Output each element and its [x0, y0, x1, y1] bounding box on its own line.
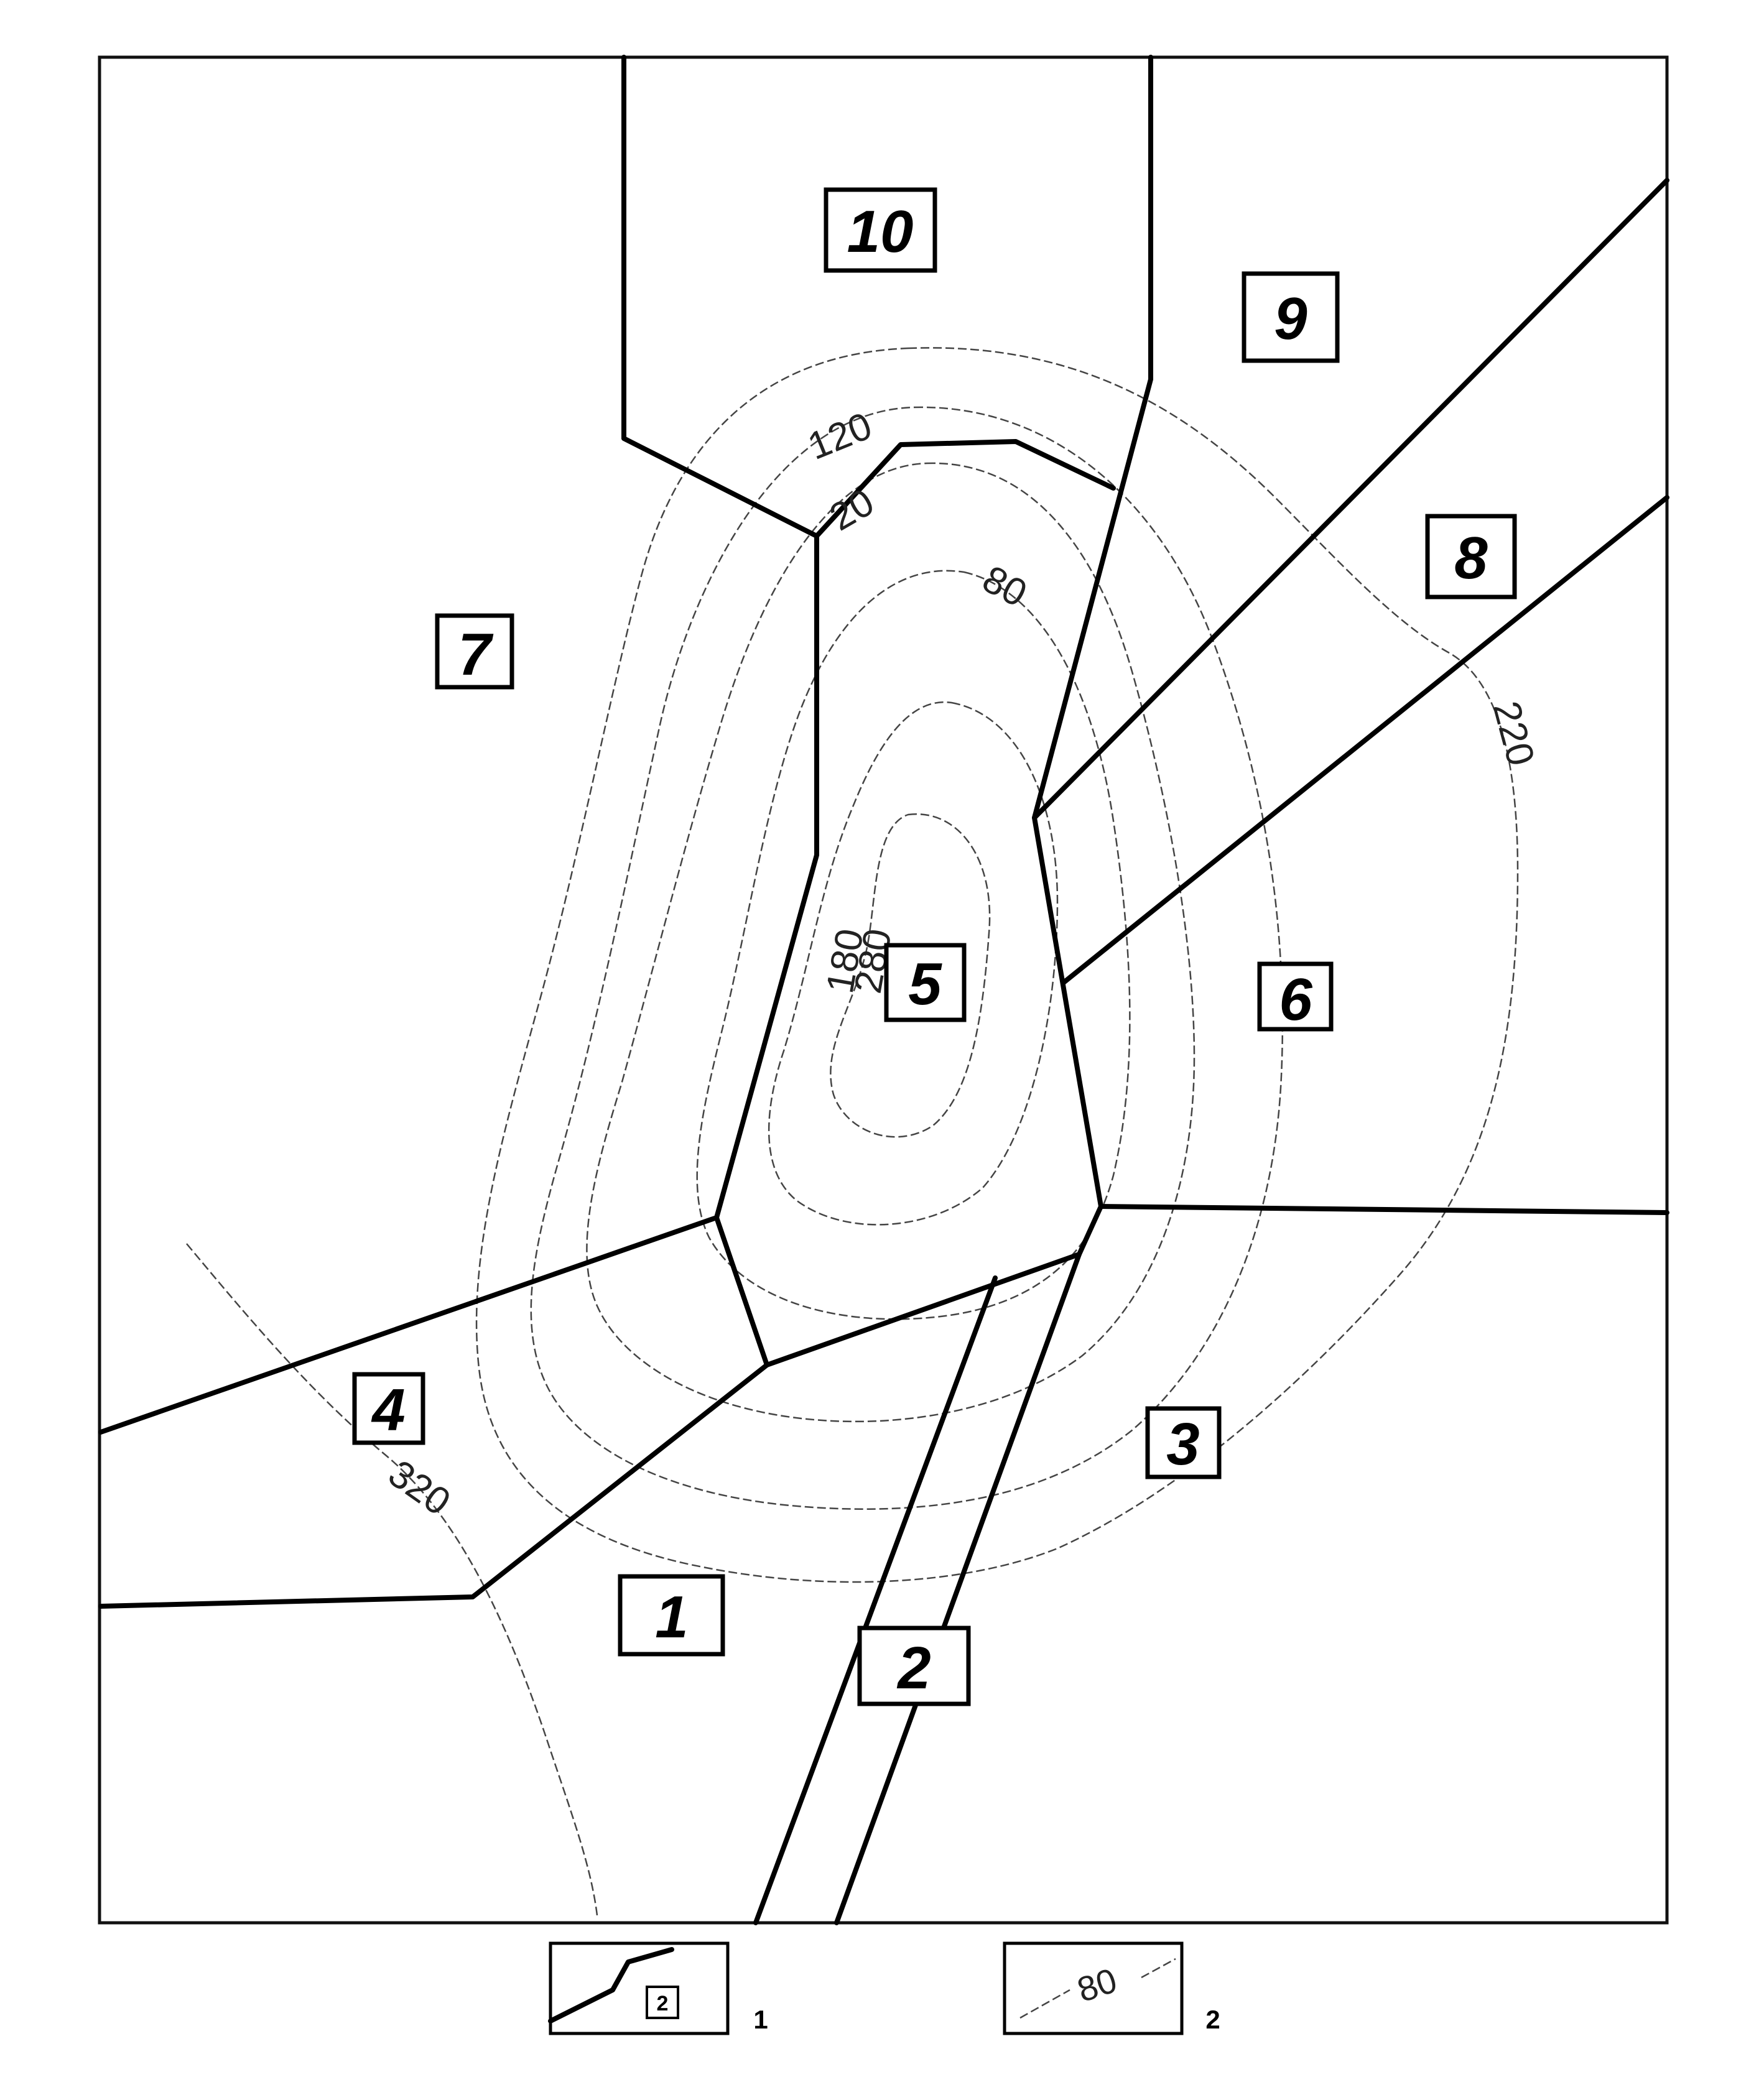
block-label-8: 8 [1425, 514, 1517, 599]
legend-item-number: 2 [1205, 2005, 1220, 2034]
block-label-9: 9 [1242, 271, 1340, 363]
block-labels: 10 9 8 7 6 5 4 3 [352, 187, 1517, 1706]
contour-line [586, 462, 1195, 1423]
legend: 2 1 80 2 [548, 1941, 1220, 2035]
svg-text:9: 9 [1274, 285, 1307, 352]
fault-line [1032, 178, 1669, 820]
contour-line [696, 570, 1131, 1320]
svg-text:5: 5 [908, 951, 942, 1017]
legend-label-box [646, 1986, 679, 2019]
svg-text:6: 6 [1279, 966, 1312, 1033]
block-boundaries [98, 55, 1669, 1925]
svg-text:10: 10 [847, 198, 914, 265]
contour-label-20: 20 [823, 481, 881, 539]
legend-swatch-contour [1003, 1941, 1184, 2035]
contour-line [830, 813, 991, 1138]
fault-line [753, 1275, 998, 1925]
contour-label-120: 120 [802, 404, 878, 468]
legend-contour-sample [1019, 1989, 1070, 2019]
svg-text:7: 7 [458, 621, 494, 688]
contour-label-220: 220 [1484, 697, 1542, 770]
legend-item-number: 1 [753, 2005, 768, 2034]
legend-label-sample: 2 [657, 1992, 669, 2015]
contour-line [475, 347, 1519, 1583]
contour-lines [186, 347, 1519, 1916]
fault-line [98, 1362, 769, 1609]
block-label-3: 3 [1145, 1406, 1222, 1479]
legend-item-contour: 80 2 [1003, 1941, 1220, 2035]
legend-boundary-sample [548, 1947, 674, 2024]
contour-label-320: 320 [381, 1452, 458, 1524]
contour-line [768, 701, 1059, 1226]
contour-line [186, 1243, 598, 1916]
block-label-10: 10 [824, 187, 937, 273]
svg-text:8: 8 [1454, 525, 1488, 591]
block-label-7: 7 [435, 613, 514, 690]
svg-text:3: 3 [1166, 1411, 1199, 1478]
svg-text:1: 1 [655, 1584, 688, 1650]
map-frame [98, 55, 1669, 1925]
fault-line [1061, 495, 1669, 985]
svg-text:2: 2 [896, 1635, 931, 1701]
svg-text:4: 4 [371, 1377, 405, 1443]
block-label-4: 4 [352, 1372, 425, 1445]
fault-line [98, 55, 819, 1435]
block-label-2: 2 [857, 1626, 971, 1706]
block-label-5: 5 [884, 943, 967, 1022]
fault-line [814, 439, 1116, 539]
legend-contour-sample-tail [1141, 1958, 1176, 1979]
block-label-6: 6 [1257, 961, 1334, 1033]
legend-item-boundary: 2 1 [548, 1941, 768, 2035]
block-label-1: 1 [618, 1574, 725, 1657]
fault-line [834, 1252, 1082, 1925]
contour-line [530, 406, 1284, 1510]
fault-line [1098, 1204, 1669, 1215]
